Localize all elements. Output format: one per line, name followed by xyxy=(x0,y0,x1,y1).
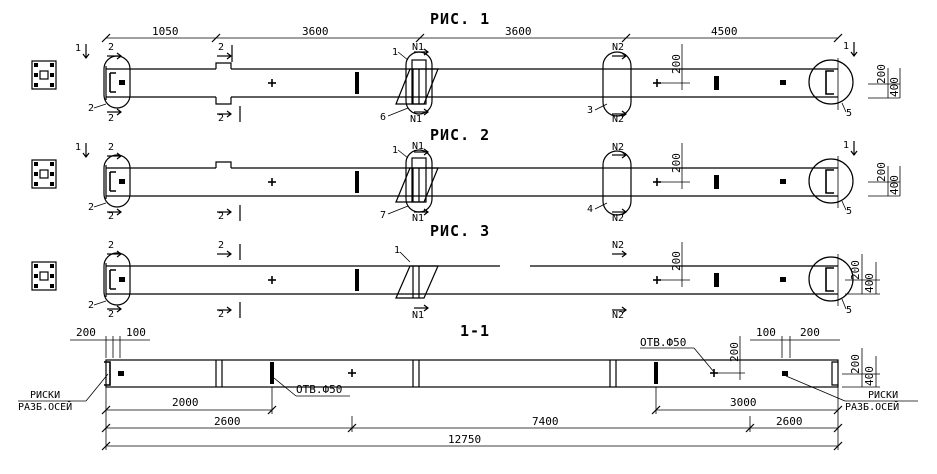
figure-3: РИС. 3 2 2 2 2 1 N1 N2 N2 xyxy=(31,222,880,321)
svg-text:N2: N2 xyxy=(612,240,624,251)
dim-2600-left: 2600 xyxy=(214,415,241,428)
figure-2: РИС. 2 1 2 2 2 1 N1 N1 xyxy=(31,126,901,224)
svg-text:200: 200 xyxy=(875,64,888,84)
note-right-line2: РАЗБ.ОСЕЙ xyxy=(845,400,899,413)
top-dim-100-right: 100 xyxy=(756,326,776,339)
height-dimensions: 200 400 xyxy=(868,162,901,197)
dim-3000: 3000 xyxy=(730,396,757,409)
hole-label-left: ОТВ.Ф50 xyxy=(296,383,342,396)
svg-text:200: 200 xyxy=(875,162,888,182)
svg-text:1: 1 xyxy=(843,140,849,151)
beam-body xyxy=(105,359,839,388)
span-4500: 4500 xyxy=(711,25,738,38)
svg-text:1: 1 xyxy=(392,145,398,156)
svg-text:7: 7 xyxy=(380,210,386,221)
svg-text:1: 1 xyxy=(392,47,398,58)
svg-text:2: 2 xyxy=(108,113,114,124)
top-dim-200-left: 200 xyxy=(76,326,96,339)
svg-text:2: 2 xyxy=(108,309,114,320)
svg-text:N1: N1 xyxy=(412,213,424,224)
svg-text:2: 2 xyxy=(218,309,224,320)
top-dim-200-right: 200 xyxy=(800,326,820,339)
svg-text:2: 2 xyxy=(108,42,114,53)
svg-text:N1: N1 xyxy=(412,310,424,321)
dimension-rows: 2000 3000 2600 7400 2600 12750 xyxy=(101,387,843,451)
svg-text:N2: N2 xyxy=(612,114,624,125)
span-3600-b: 3600 xyxy=(505,25,532,38)
left-end-capsule xyxy=(103,55,131,109)
hole-label-right: ОТВ.Ф50 xyxy=(640,336,686,349)
cross-section-icon xyxy=(31,261,57,291)
beam-outline xyxy=(105,58,839,110)
section-title: 1-1 xyxy=(460,322,490,340)
svg-text:2: 2 xyxy=(218,113,224,124)
note-right-line1: РИСКИ xyxy=(868,390,898,401)
span-3600-a: 3600 xyxy=(302,25,329,38)
svg-text:200: 200 xyxy=(849,260,862,280)
figure-1-title: РИС. 1 xyxy=(430,10,490,28)
figure-1: РИС. 1 1050 3600 3600 4500 xyxy=(31,10,901,125)
svg-text:400: 400 xyxy=(888,77,901,97)
section-1-1: 1-1 200 100 100 200 ОТВ.Ф50 xyxy=(18,322,918,451)
svg-text:N2: N2 xyxy=(612,213,624,224)
lead-dim: 200 xyxy=(670,54,683,74)
beam-outline xyxy=(105,156,839,208)
svg-text:2: 2 xyxy=(88,300,94,311)
cross-section-icon xyxy=(31,159,57,189)
dim-2600-right: 2600 xyxy=(776,415,803,428)
right-capsule xyxy=(602,51,632,117)
note-left-line2: РАЗБ.ОСЕЙ xyxy=(18,400,72,413)
figure-3-title: РИС. 3 xyxy=(430,222,490,240)
svg-text:2: 2 xyxy=(88,103,94,114)
svg-text:6: 6 xyxy=(380,112,386,123)
section-2-markers-left: 1 2 2 2 2 xyxy=(75,42,241,124)
span-1050: 1050 xyxy=(152,25,179,38)
height-dimensions: 200 400 xyxy=(845,254,880,295)
svg-text:2: 2 xyxy=(108,240,114,251)
svg-text:5: 5 xyxy=(846,305,852,316)
svg-text:1: 1 xyxy=(75,43,81,54)
svg-text:5: 5 xyxy=(846,108,852,119)
svg-text:2: 2 xyxy=(108,211,114,222)
svg-text:N1: N1 xyxy=(412,42,424,53)
svg-text:N2: N2 xyxy=(612,42,624,53)
svg-text:N2: N2 xyxy=(612,310,624,321)
svg-text:2: 2 xyxy=(88,202,94,213)
svg-text:2: 2 xyxy=(218,42,224,53)
note-left-line1: РИСКИ xyxy=(30,390,60,401)
svg-text:2: 2 xyxy=(218,240,224,251)
figure-2-title: РИС. 2 xyxy=(430,126,490,144)
dim-7400: 7400 xyxy=(532,415,559,428)
svg-text:4: 4 xyxy=(587,204,593,215)
svg-text:1: 1 xyxy=(394,245,400,256)
svg-text:400: 400 xyxy=(863,273,876,293)
dim-total: 12750 xyxy=(448,433,481,446)
height-dimensions: 200 400 xyxy=(868,64,901,99)
svg-text:400: 400 xyxy=(863,366,876,386)
svg-text:200: 200 xyxy=(728,342,741,362)
cross-section-icon xyxy=(31,60,57,90)
top-dim-100-left: 100 xyxy=(126,326,146,339)
svg-text:1: 1 xyxy=(843,41,849,52)
svg-text:200: 200 xyxy=(670,153,683,173)
dim-2000: 2000 xyxy=(172,396,199,409)
svg-text:5: 5 xyxy=(846,206,852,217)
svg-text:N1: N1 xyxy=(410,114,422,125)
svg-text:1: 1 xyxy=(75,142,81,153)
svg-text:2: 2 xyxy=(108,142,114,153)
beam-outline xyxy=(105,254,839,306)
svg-text:N2: N2 xyxy=(612,142,624,153)
svg-text:200: 200 xyxy=(670,251,683,271)
svg-text:N1: N1 xyxy=(412,141,424,152)
span-dimensions: 1050 3600 3600 4500 xyxy=(101,25,843,43)
svg-text:2: 2 xyxy=(218,211,224,222)
svg-text:200: 200 xyxy=(849,354,862,374)
right-end-circle xyxy=(808,59,854,105)
svg-text:3: 3 xyxy=(587,105,593,116)
svg-text:400: 400 xyxy=(888,175,901,195)
